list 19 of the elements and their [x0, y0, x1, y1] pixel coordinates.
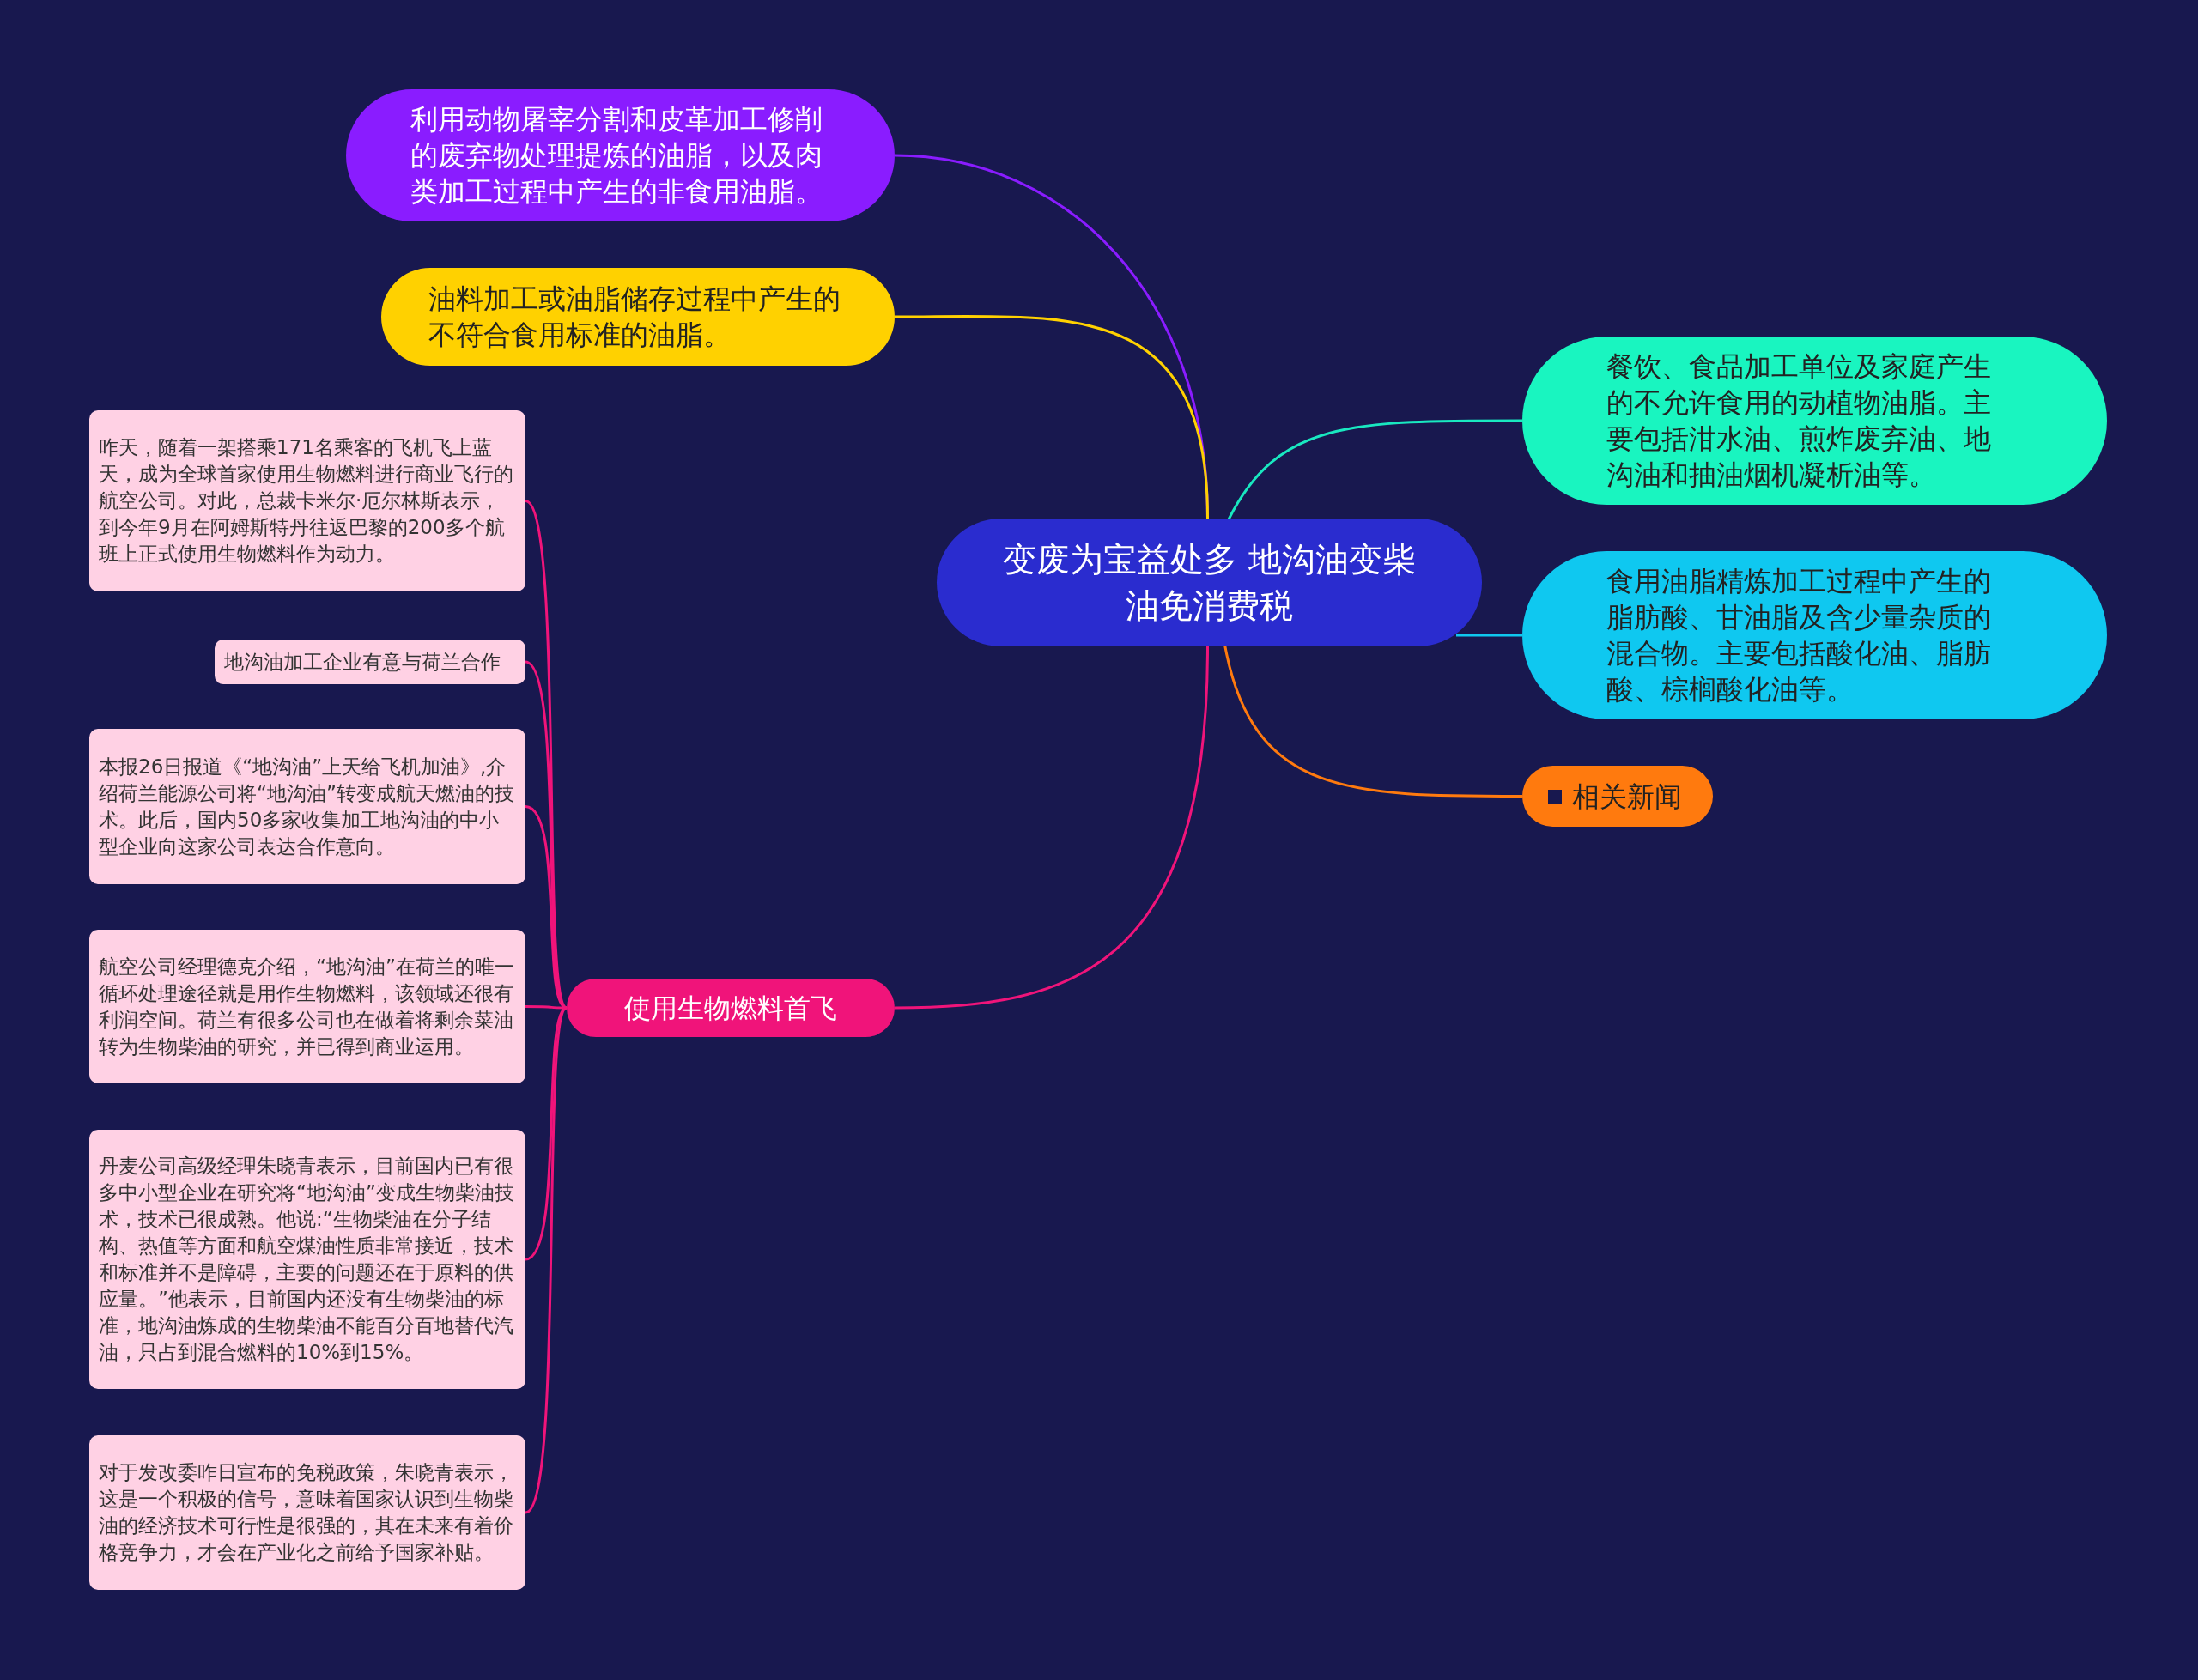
- note-card: 航空公司经理德克介绍，“地沟油”在荷兰的唯一循环处理途径就是用作生物燃料，该领域还很有利润空间。荷兰有很多公司也在做着将剩余菜油转为生物柴油的研究，并已得到商业运用。: [89, 930, 525, 1083]
- note-card: 昨天，随着一架搭乘171名乘客的飞机飞上蓝天，成为全球首家使用生物燃料进行商业飞行的航空公司。对此，总裁卡米尔·厄尔林斯表示，到今年9月在阿姆斯特丹往返巴黎的200多个航班上正式使用生物燃料作为动力。: [89, 410, 525, 591]
- note-card: 对于发改委昨日宣布的免税政策，朱晓青表示，这是一个积极的信号，意味着国家认识到生物柴油的经济技术可行性是很强的，其在未来有着价格竞争力，才会在产业化之前给予国家补贴。: [89, 1435, 525, 1590]
- central-topic-bubble: 变废为宝益处多 地沟油变柴油免消费税: [937, 519, 1482, 646]
- topic-bubble: 食用油脂精炼加工过程中产生的脂肪酸、甘油脂及含少量杂质的混合物。主要包括酸化油、脂肪酸、棕榈酸化油等。: [1522, 551, 2107, 719]
- topic-bubble: 餐饮、食品加工单位及家庭产生的不允许食用的动植物油脂。主要包括泔水油、煎炸废弃油、地沟油和抽油烟机凝析油等。: [1522, 337, 2107, 505]
- connector-line: [894, 646, 1209, 1010]
- topic-label: 相关新闻: [1572, 779, 1682, 815]
- connector-line: [1223, 644, 1522, 798]
- note-card: 本报26日报道《“地沟油”上天给飞机加油》,介绍荷兰能源公司将“地沟油”转变成航天燃油的技术。此后，国内50多家收集加工地沟油的中小型企业向这家公司表达合作意向。: [89, 729, 525, 884]
- topic-bubble: 油料加工或油脂储存过程中产生的不符合食用标准的油脂。: [381, 268, 895, 366]
- topic-bubble: 利用动物屠宰分割和皮革加工修削的废弃物处理提炼的油脂，以及肉类加工过程中产生的非食用油脂。: [346, 89, 895, 221]
- connector-line: [1227, 419, 1522, 521]
- note-card: 丹麦公司高级经理朱晓青表示，目前国内已有很多中小型企业在研究将“地沟油”变成生物柴油技术，技术已很成熟。他说:“生物柴油在分子结构、热值等方面和航空煤油性质非常接近，技术和标准并不是障碍，主要的问题还在于原料的供应量。”他表示，目前国内还没有生物柴油的标准，地沟油炼成的生物柴油不能百分百地替代汽油，只占到混合燃料的10%到15%。: [89, 1130, 525, 1389]
- note-card: 地沟油加工企业有意与荷兰合作: [215, 640, 525, 684]
- connector-line: [895, 314, 1209, 519]
- connector-line: [524, 1007, 568, 1513]
- subtopic-bubble: 使用生物燃料首飞: [567, 979, 895, 1037]
- connector-line: [1456, 634, 1522, 637]
